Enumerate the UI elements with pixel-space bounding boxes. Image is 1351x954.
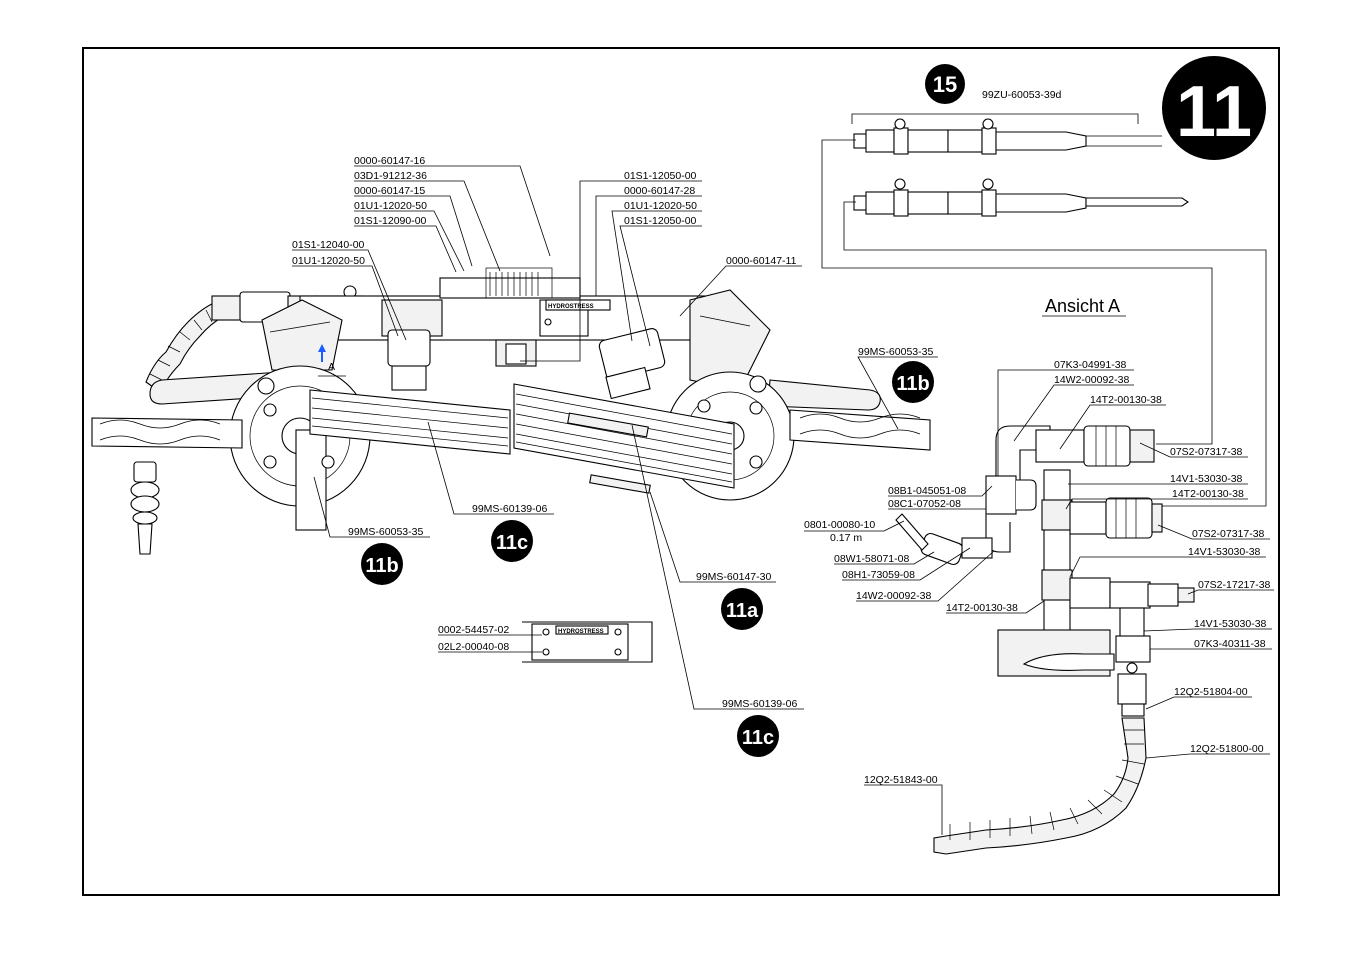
badge-11c: 11c	[742, 727, 774, 749]
part-number-label: 99MS-60139-06	[722, 698, 797, 710]
part-number-label: 99MS-60147-30	[696, 571, 771, 583]
part-callouts-main: 0000-60147-16 03D1-91212-36 0000-60147-1…	[292, 155, 938, 710]
part-number-label: 0000-60147-15	[354, 185, 425, 197]
badge-11b: 11b	[896, 373, 929, 395]
drive-belt-left	[309, 389, 511, 455]
nameplate-brand-label: HYDROSTRESS	[558, 629, 604, 635]
part-number-label: 0000-60147-16	[354, 155, 425, 167]
part-number-label: 14V1-53030-38	[1170, 473, 1243, 485]
coupling-left	[130, 461, 160, 555]
part-number-label: 14T2-00130-38	[946, 602, 1018, 614]
badge-11b: 11b	[365, 555, 398, 577]
part-number-label: 01S1-12050-00	[624, 170, 697, 182]
badge-15: 15	[933, 72, 957, 97]
hose-length-label: 0.17 m	[830, 532, 862, 544]
part-number-label: 99MS-60053-35	[348, 526, 423, 538]
page-number-label: 11	[1176, 72, 1252, 152]
view-a-title: Ansicht A	[1045, 296, 1120, 316]
part-number-label: 14W2-00092-38	[856, 590, 931, 602]
part-number-label: 14V1-53030-38	[1188, 546, 1261, 558]
saw-assembly-drawing: HYDROSTRESS	[91, 267, 931, 663]
hose-kit-15: 99ZU-60053-39d	[821, 89, 1267, 507]
view-a-marker: A	[318, 344, 346, 377]
part-number-label: 0000-60147-11	[726, 255, 797, 267]
part-number-label: 99MS-60053-35	[858, 346, 933, 358]
part-number-label: 12Q2-51843-00	[864, 774, 938, 786]
part-number-label: 01U1-12020-50	[354, 200, 427, 212]
part-number-label: 07S2-07317-38	[1192, 528, 1265, 540]
part-number-label: 08H1-73059-08	[842, 569, 915, 581]
nameplate-drawing: HYDROSTRESS	[522, 621, 653, 663]
part-number-label: 07K3-04991-38	[1054, 359, 1127, 371]
view-a-letter: A	[328, 361, 335, 373]
badge-11c: 11c	[496, 532, 528, 554]
part-number-label: 99MS-60139-06	[472, 503, 547, 515]
part-number-label: 01U1-12020-50	[292, 255, 365, 267]
part-number-label: 03D1-91212-36	[354, 170, 427, 182]
part-number-label: 0002-54457-02	[438, 624, 509, 636]
part-number-label: 14W2-00092-38	[1054, 374, 1129, 386]
part-number-label: 02L2-00040-08	[438, 641, 509, 653]
drawing-frame	[82, 47, 1280, 896]
part-number-label: 08B1-045051-08	[888, 485, 966, 497]
part-number-label: 0801-00080-10	[804, 519, 875, 531]
part-number-label: 08C1-07052-08	[888, 498, 961, 510]
part-number-label: 0000-60147-28	[624, 185, 695, 197]
part-number-label: 14T2-00130-38	[1090, 394, 1162, 406]
part-number-label: 01S1-12040-00	[292, 239, 365, 251]
section-badges: 15 11b 11b 11c 11a 11c	[361, 64, 965, 757]
housing-brand-label: HYDROSTRESS	[548, 304, 594, 310]
housing-bar: HYDROSTRESS	[261, 267, 771, 400]
part-number-label: 99ZU-60053-39d	[982, 89, 1062, 101]
part-number-label: 07S2-17217-38	[1198, 579, 1271, 591]
part-number-label: 12Q2-51804-00	[1174, 686, 1248, 698]
page-number-badge: 11	[1162, 56, 1266, 160]
part-number-label: 07S2-07317-38	[1170, 446, 1243, 458]
part-number-label: 07K3-40311-38	[1194, 638, 1266, 650]
part-number-label: 01U1-12020-50	[624, 200, 697, 212]
manifold-assembly	[895, 425, 1195, 855]
part-number-label: 12Q2-51800-00	[1190, 743, 1264, 755]
part-number-label: 08W1-58071-08	[834, 553, 909, 565]
drive-belt-right	[513, 383, 735, 494]
part-number-label: 01S1-12050-00	[624, 215, 697, 227]
part-callouts-view-a: 07K3-04991-38 14W2-00092-38 14T2-00130-3…	[804, 359, 1274, 835]
part-number-label: 14V1-53030-38	[1194, 618, 1267, 630]
wheel-left	[229, 365, 371, 531]
part-number-label: 01S1-12090-00	[354, 215, 427, 227]
badge-11a: 11a	[726, 600, 759, 622]
part-number-label: 14T2-00130-38	[1172, 488, 1244, 500]
